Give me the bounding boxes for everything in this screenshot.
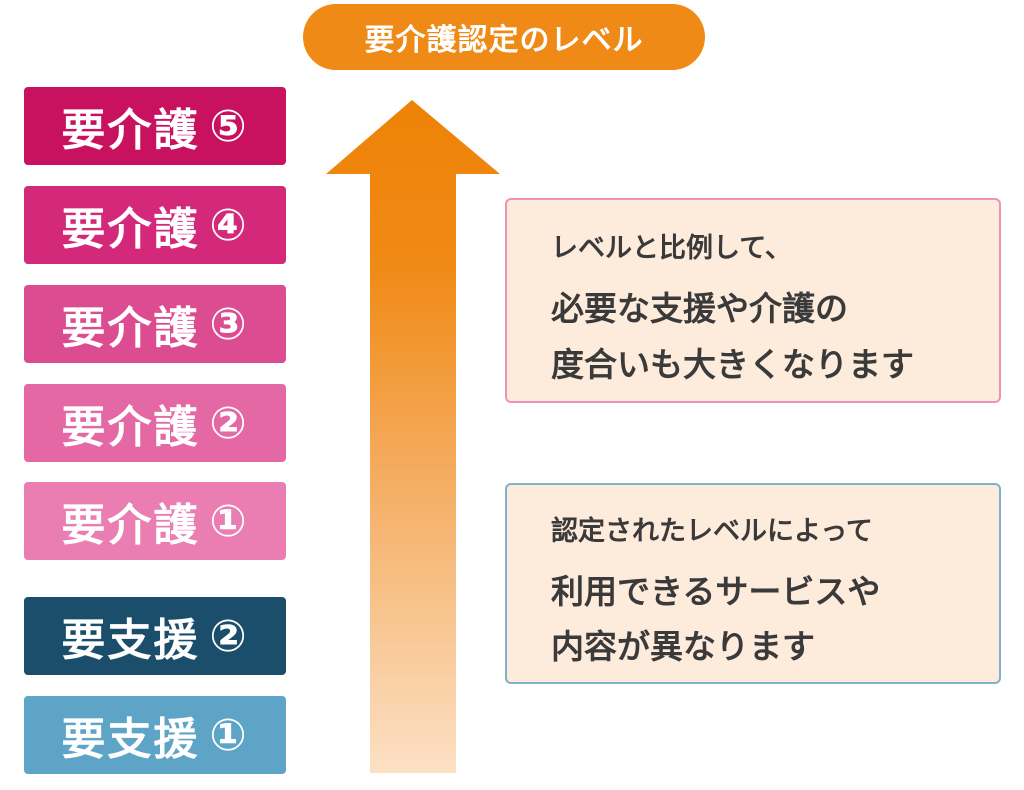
level-label: 要介護 [61, 500, 200, 551]
level-number: ③ [209, 298, 249, 350]
level-label: 要支援 [61, 714, 200, 765]
level-number: ② [209, 397, 249, 449]
note-line: 認定されたレベルによって [551, 516, 873, 547]
note-services: 認定されたレベルによって 利用できるサービスや 内容が異なります [505, 483, 1001, 684]
note-proportional: レベルと比例して、 必要な支援や介護の 度合いも大きくなります [505, 198, 1001, 403]
level-number: ⑤ [209, 100, 249, 152]
level-number: ① [209, 709, 249, 761]
level-number: ② [209, 610, 249, 662]
note-line: 必要な支援や介護の [551, 289, 848, 328]
title-pill: 要介護認定のレベル [303, 4, 705, 70]
note-line: 利用できるサービスや [551, 572, 881, 611]
level-label: 要介護 [61, 303, 200, 354]
note-line: 度合いも大きくなります [551, 345, 914, 384]
level-label: 要介護 [61, 204, 200, 255]
level-label: 要介護 [61, 402, 200, 453]
diagram-title: 要介護認定のレベル [364, 23, 644, 58]
level-number: ① [209, 495, 249, 547]
upward-arrow-icon [326, 100, 500, 773]
note-line: レベルと比例して、 [551, 233, 792, 264]
level-number: ④ [209, 199, 249, 251]
note-line: 内容が異なります [551, 627, 815, 666]
level-label: 要介護 [61, 105, 200, 156]
level-label: 要支援 [61, 615, 200, 666]
